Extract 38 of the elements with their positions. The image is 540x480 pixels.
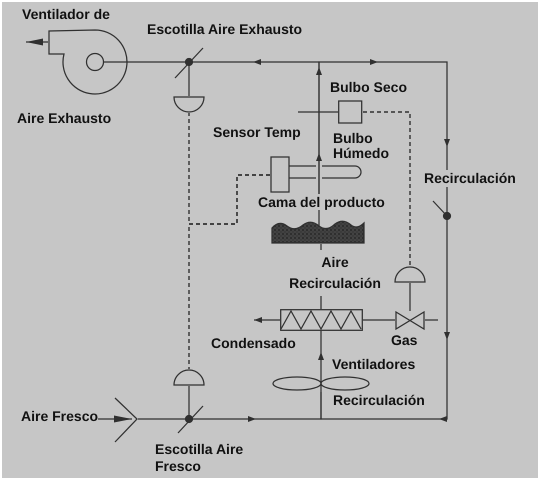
coil-symbol bbox=[280, 309, 363, 331]
gas-pipe bbox=[363, 319, 395, 321]
component-label: Escotilla Aire Fresco bbox=[155, 441, 244, 475]
signal-line bbox=[188, 174, 270, 369]
component-label: Bulbo Húmedo bbox=[333, 131, 390, 161]
actuator-stem bbox=[188, 80, 190, 96]
flow-arrow bbox=[318, 59, 450, 194]
signal-line bbox=[363, 111, 411, 266]
text-label: Aire Fresco bbox=[21, 408, 98, 424]
component-label: Gas bbox=[391, 332, 418, 348]
component-label: Aire Exhausto bbox=[17, 110, 112, 126]
component-label: Sensor Temp bbox=[213, 124, 301, 140]
sensor-stem bbox=[298, 111, 338, 113]
actuator-stem bbox=[409, 283, 411, 311]
component-label: Ventilador de bbox=[22, 6, 110, 22]
flow-arrow bbox=[254, 317, 280, 323]
component-label: Escotilla Aire Exhausto bbox=[147, 21, 302, 37]
gas-pipe bbox=[425, 319, 438, 321]
flow-arrow bbox=[318, 331, 324, 375]
component-label: Cama del producto bbox=[258, 194, 385, 210]
flow-arrow bbox=[320, 220, 450, 422]
actuator-symbol bbox=[173, 96, 205, 113]
actuator-symbol bbox=[394, 266, 426, 283]
duct-line bbox=[138, 418, 176, 420]
flow-arrow bbox=[204, 392, 322, 422]
component-label: Recirculación bbox=[333, 392, 425, 408]
component-label: Bulbo Seco bbox=[330, 79, 408, 95]
edge-label: Condensado bbox=[211, 335, 296, 351]
component-label: Recirculación bbox=[424, 170, 516, 186]
duct-line bbox=[320, 243, 322, 310]
flow-arrow bbox=[98, 416, 132, 422]
actuator-symbol bbox=[173, 369, 205, 386]
edge-label: Aire Recirculación bbox=[288, 253, 382, 293]
flow-arrow bbox=[26, 38, 48, 46]
component-label: Ventiladores bbox=[332, 356, 416, 372]
actuator-stem bbox=[188, 386, 190, 404]
inlet-hood-symbol bbox=[114, 397, 138, 443]
duct-line bbox=[130, 61, 173, 63]
